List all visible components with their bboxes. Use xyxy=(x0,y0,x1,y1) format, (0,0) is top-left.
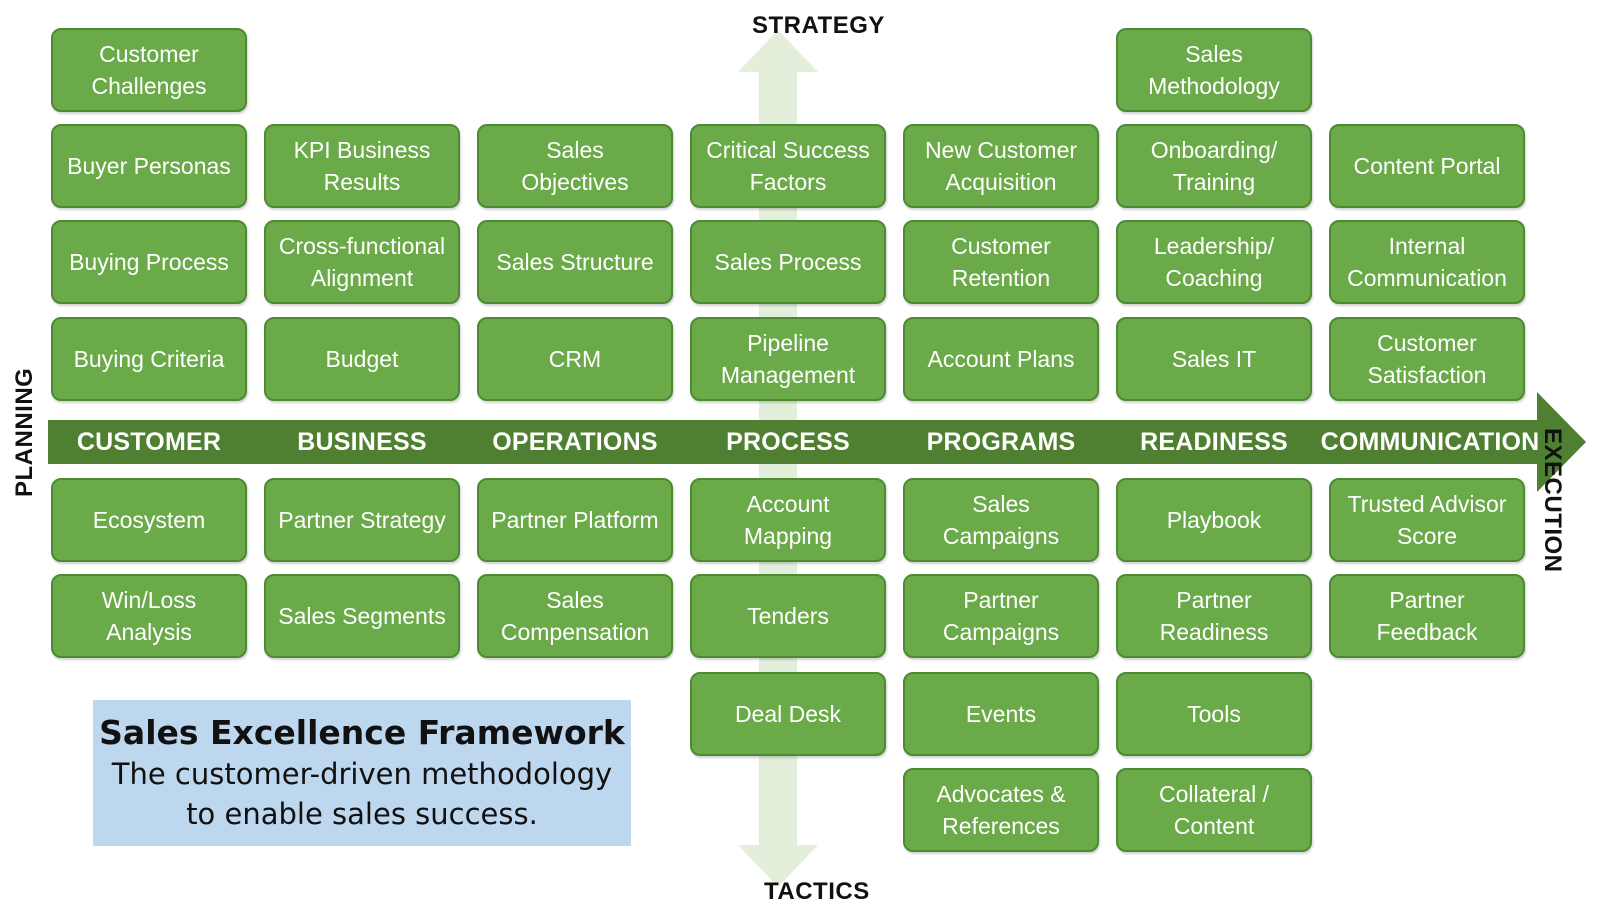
framework-box: Cross-functional Alignment xyxy=(264,220,460,304)
framework-box: Partner Platform xyxy=(477,478,673,562)
column-header-process: PROCESS xyxy=(726,427,850,456)
framework-box: Buying Criteria xyxy=(51,317,247,401)
framework-title: Sales Excellence Framework xyxy=(99,713,625,752)
framework-box: Sales Methodology xyxy=(1116,28,1312,112)
framework-box: Budget xyxy=(264,317,460,401)
framework-box: Partner Feedback xyxy=(1329,574,1525,658)
framework-box: Partner Strategy xyxy=(264,478,460,562)
framework-box: Account Plans xyxy=(903,317,1099,401)
framework-box: Critical Success Factors xyxy=(690,124,886,208)
framework-box: Onboarding/ Training xyxy=(1116,124,1312,208)
framework-box: Playbook xyxy=(1116,478,1312,562)
framework-box: Buying Process xyxy=(51,220,247,304)
framework-box: Leadership/ Coaching xyxy=(1116,220,1312,304)
column-header-readiness: READINESS xyxy=(1140,427,1288,456)
framework-box: CRM xyxy=(477,317,673,401)
framework-box: Customer Retention xyxy=(903,220,1099,304)
column-header-business: BUSINESS xyxy=(297,427,427,456)
framework-box: Sales Structure xyxy=(477,220,673,304)
framework-box: Pipeline Management xyxy=(690,317,886,401)
framework-box: Trusted Advisor Score xyxy=(1329,478,1525,562)
axis-label-top: STRATEGY xyxy=(752,12,885,39)
framework-box: Collateral / Content xyxy=(1116,768,1312,852)
framework-box: Buyer Personas xyxy=(51,124,247,208)
framework-box: Tenders xyxy=(690,574,886,658)
framework-box: Sales Compensation xyxy=(477,574,673,658)
framework-box: Advocates & References xyxy=(903,768,1099,852)
framework-box: Internal Communication xyxy=(1329,220,1525,304)
framework-box: Customer Challenges xyxy=(51,28,247,112)
framework-box: Ecosystem xyxy=(51,478,247,562)
framework-box: Content Portal xyxy=(1329,124,1525,208)
column-header-customer: CUSTOMER xyxy=(76,427,222,456)
column-header-operations: OPERATIONS xyxy=(492,427,658,456)
framework-box: Sales Campaigns xyxy=(903,478,1099,562)
framework-box: Partner Campaigns xyxy=(903,574,1099,658)
framework-box: Sales Segments xyxy=(264,574,460,658)
column-header-communication: COMMUNICATION xyxy=(1320,427,1540,456)
framework-subtitle: The customer-driven methodology to enabl… xyxy=(111,757,613,831)
horizontal-main-arrow xyxy=(48,392,1586,492)
axis-label-bottom: TACTICS xyxy=(764,878,870,905)
framework-box: Sales Process xyxy=(690,220,886,304)
framework-box: KPI Business Results xyxy=(264,124,460,208)
framework-box: Sales IT xyxy=(1116,317,1312,401)
column-header-programs: PROGRAMS xyxy=(926,427,1076,456)
framework-box: Customer Satisfaction xyxy=(1329,317,1525,401)
framework-box: Sales Objectives xyxy=(477,124,673,208)
framework-box: Deal Desk xyxy=(690,672,886,756)
framework-box: Account Mapping xyxy=(690,478,886,562)
framework-box: Events xyxy=(903,672,1099,756)
framework-title-box: Sales Excellence Framework The customer-… xyxy=(93,700,631,846)
framework-box: Win/Loss Analysis xyxy=(51,574,247,658)
framework-box: Tools xyxy=(1116,672,1312,756)
framework-box: New Customer Acquisition xyxy=(903,124,1099,208)
framework-box: Partner Readiness xyxy=(1116,574,1312,658)
